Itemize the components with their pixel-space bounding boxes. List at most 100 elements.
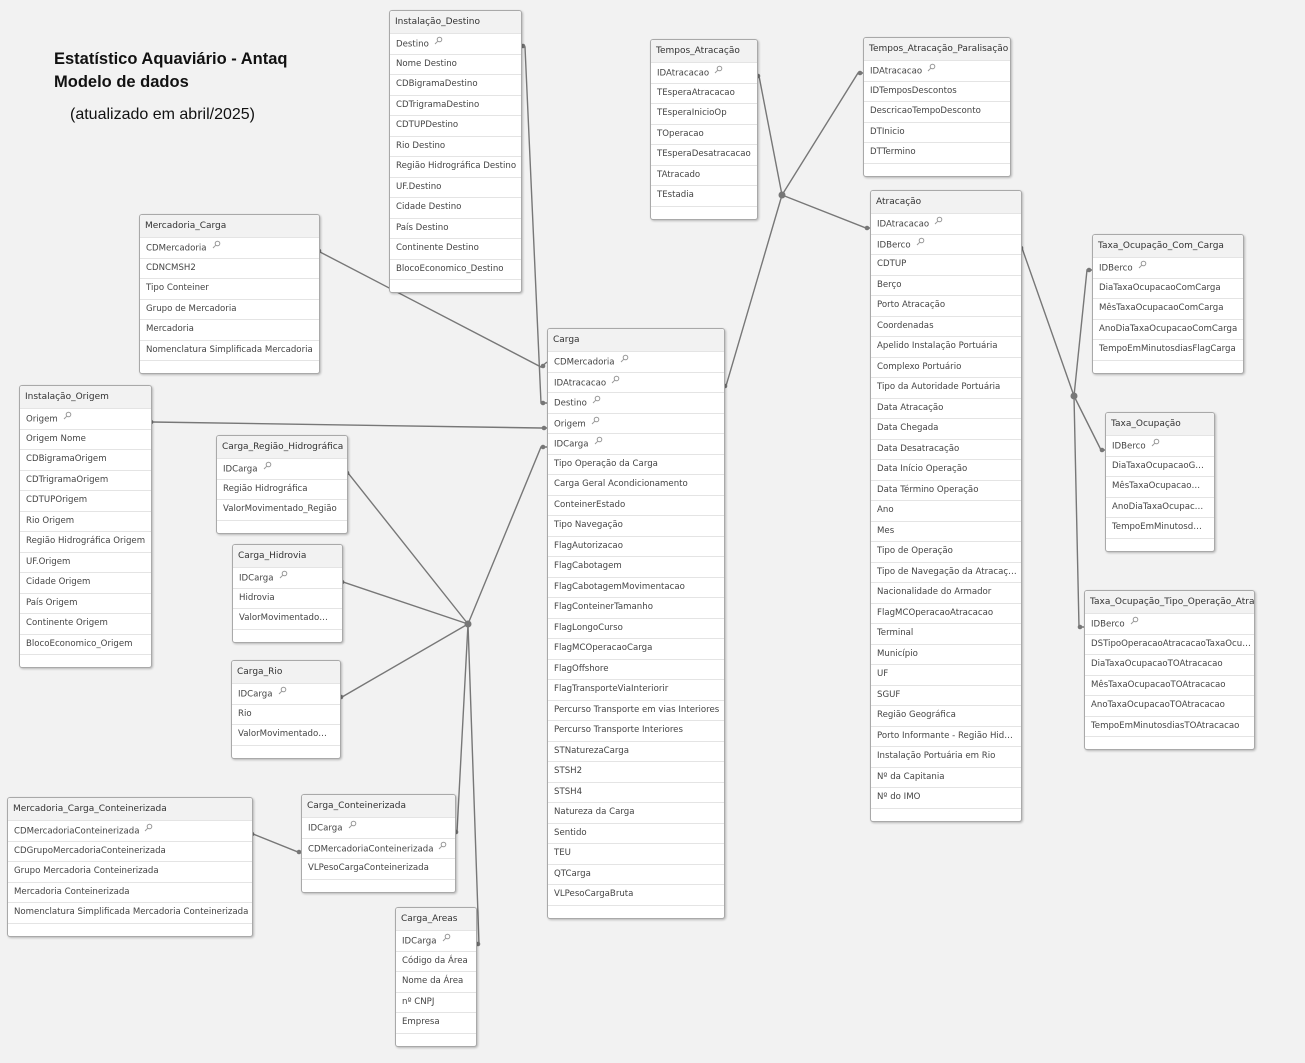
field-row[interactable]: Código da Área <box>396 950 476 972</box>
field-row[interactable]: Data Término Operação <box>871 479 1021 501</box>
field-row[interactable]: DSTipoOperacaoAtracacaoTaxaOcupacao <box>1085 633 1254 655</box>
field-row[interactable]: Porto Atracação <box>871 295 1021 316</box>
field-row[interactable]: Tipo da Autoridade Portuária <box>871 377 1021 398</box>
field-row[interactable]: DTInicio <box>864 121 1010 143</box>
field-row[interactable]: TEU <box>548 843 724 864</box>
field-row[interactable]: Nº da Capitania <box>871 766 1021 788</box>
field-row[interactable]: SGUF <box>871 684 1021 706</box>
field-row[interactable]: IDCarga <box>548 433 724 454</box>
field-row[interactable]: Porto Informante - Região Hid… <box>871 725 1021 747</box>
field-row[interactable]: IDAtracacao <box>651 62 757 83</box>
field-row[interactable]: CDMercadoria <box>140 237 319 258</box>
field-row[interactable]: FlagAutorizacao <box>548 535 724 557</box>
field-row[interactable]: DiaTaxaOcupacaoComCarga <box>1093 277 1243 299</box>
table-title[interactable]: Carga <box>548 329 724 351</box>
table-title[interactable]: Tempos_Atracação <box>651 40 757 62</box>
field-row[interactable]: Origem <box>20 408 151 429</box>
field-row[interactable]: Grupo de Mercadoria <box>140 298 319 320</box>
field-row[interactable]: MêsTaxaOcupacaoComCarga <box>1093 298 1243 319</box>
table-title[interactable]: Mercadoria_Carga_Conteinerizada <box>8 798 252 820</box>
field-row[interactable]: Mercadoria Conteinerizada <box>8 881 252 903</box>
field-row[interactable]: Data Início Operação <box>871 459 1021 480</box>
field-row[interactable]: Nomenclatura Simplificada Mercadoria <box>140 339 319 361</box>
field-row[interactable]: Município <box>871 643 1021 665</box>
field-row[interactable]: CDTUPDestino <box>390 115 521 136</box>
field-row[interactable]: Complexo Portuário <box>871 356 1021 378</box>
field-row[interactable]: FlagMCOperacaoAtracacao <box>871 602 1021 624</box>
field-row[interactable]: MêsTaxaOcupacaoTOAtracacao <box>1085 674 1254 696</box>
field-row[interactable]: FlagOffshore <box>548 658 724 680</box>
field-row[interactable]: IDBerco <box>1093 257 1243 278</box>
field-row[interactable]: DiaTaxaOcupacaoTOAtracacao <box>1085 654 1254 675</box>
table-title[interactable]: Mercadoria_Carga <box>140 215 319 237</box>
field-row[interactable]: ConteinerEstado <box>548 494 724 516</box>
field-row[interactable]: Origem <box>548 412 724 434</box>
field-row[interactable]: TEsperaAtracacao <box>651 82 757 104</box>
field-row[interactable]: Natureza da Carga <box>548 802 724 823</box>
field-row[interactable]: FlagLongoCurso <box>548 617 724 639</box>
field-row[interactable]: Cidade Origem <box>20 572 151 593</box>
field-row[interactable]: Tipo Operação da Carga <box>548 453 724 475</box>
table-title[interactable]: Taxa_Ocupação <box>1106 413 1214 435</box>
table-title[interactable]: Instalação_Origem <box>20 386 151 408</box>
field-row[interactable]: IDCarga <box>302 817 455 838</box>
field-row[interactable]: TempoEmMinutosdiasTOAtracacao <box>1085 715 1254 737</box>
field-row[interactable]: Nacionalidade do Armador <box>871 582 1021 603</box>
field-row[interactable]: Empresa <box>396 1012 476 1033</box>
field-row[interactable]: IDBerco <box>871 233 1021 255</box>
field-row[interactable]: AnoDiaTaxaOcupacaoComCarga <box>1093 318 1243 340</box>
field-row[interactable]: Data Chegada <box>871 418 1021 439</box>
field-row[interactable]: Data Desatracação <box>871 438 1021 460</box>
field-row[interactable]: AnoTaxaOcupacaoTOAtracacao <box>1085 695 1254 716</box>
field-row[interactable]: DiaTaxaOcupacaoG… <box>1106 455 1214 477</box>
table-title[interactable]: Carga_Conteinerizada <box>302 795 455 817</box>
field-row[interactable]: Hidrovia <box>233 587 342 609</box>
field-row[interactable]: MêsTaxaOcupacao… <box>1106 476 1214 497</box>
field-row[interactable]: Grupo Mercadoria Conteinerizada <box>8 861 252 882</box>
field-row[interactable]: Percurso Transporte Interiores <box>548 720 724 741</box>
field-row[interactable]: Rio Origem <box>20 510 151 532</box>
field-row[interactable]: BlocoEconomico_Origem <box>20 633 151 655</box>
field-row[interactable]: CDMercadoriaConteinerizada <box>8 820 252 841</box>
field-row[interactable]: Tipo de Navegação da Atracaç… <box>871 561 1021 583</box>
table-title[interactable]: Taxa_Ocupação_Tipo_Operação_Atracação <box>1085 591 1254 613</box>
table-title[interactable]: Taxa_Ocupação_Com_Carga <box>1093 235 1243 257</box>
field-row[interactable]: Nomenclatura Simplificada Mercadoria Con… <box>8 902 252 923</box>
field-row[interactable]: Tipo Conteiner <box>140 278 319 299</box>
field-row[interactable]: TEsperaInicioOp <box>651 103 757 124</box>
field-row[interactable]: Terminal <box>871 623 1021 644</box>
table-title[interactable]: Carga_Região_Hidrográfica <box>217 436 347 458</box>
field-row[interactable]: Data Atracação <box>871 397 1021 419</box>
field-row[interactable]: IDAtracacao <box>871 213 1021 234</box>
field-row[interactable]: Berço <box>871 274 1021 296</box>
field-row[interactable]: TEstadia <box>651 185 757 206</box>
table-title[interactable]: Tempos_Atracação_Paralisação <box>864 38 1010 60</box>
field-row[interactable]: Instalação Portuária em Rio <box>871 746 1021 767</box>
field-row[interactable]: Coordenadas <box>871 315 1021 337</box>
table-title[interactable]: Carga_Rio <box>232 661 340 683</box>
field-row[interactable]: VLPesoCargaConteinerizada <box>302 858 455 879</box>
field-row[interactable]: Percurso Transporte em vias Interiores <box>548 699 724 721</box>
field-row[interactable]: Mes <box>871 520 1021 542</box>
field-row[interactable]: Rio Destino <box>390 135 521 157</box>
field-row[interactable]: FlagTransporteViaInteriorir <box>548 679 724 700</box>
field-row[interactable]: TempoEmMinutosd… <box>1106 517 1214 538</box>
field-row[interactable]: DTTermino <box>864 142 1010 163</box>
table-title[interactable]: Atracação <box>871 191 1021 213</box>
field-row[interactable]: Nome Destino <box>390 53 521 75</box>
field-row[interactable]: IDCarga <box>396 930 476 951</box>
field-row[interactable]: ValorMovimentado_Região <box>217 499 347 520</box>
field-row[interactable]: AnoDiaTaxaOcupac… <box>1106 496 1214 518</box>
field-row[interactable]: IDBerco <box>1085 613 1254 634</box>
field-row[interactable]: UF.Destino <box>390 176 521 198</box>
field-row[interactable]: CDBigramaOrigem <box>20 449 151 470</box>
field-row[interactable]: TempoEmMinutosdiasFlagCarga <box>1093 339 1243 360</box>
